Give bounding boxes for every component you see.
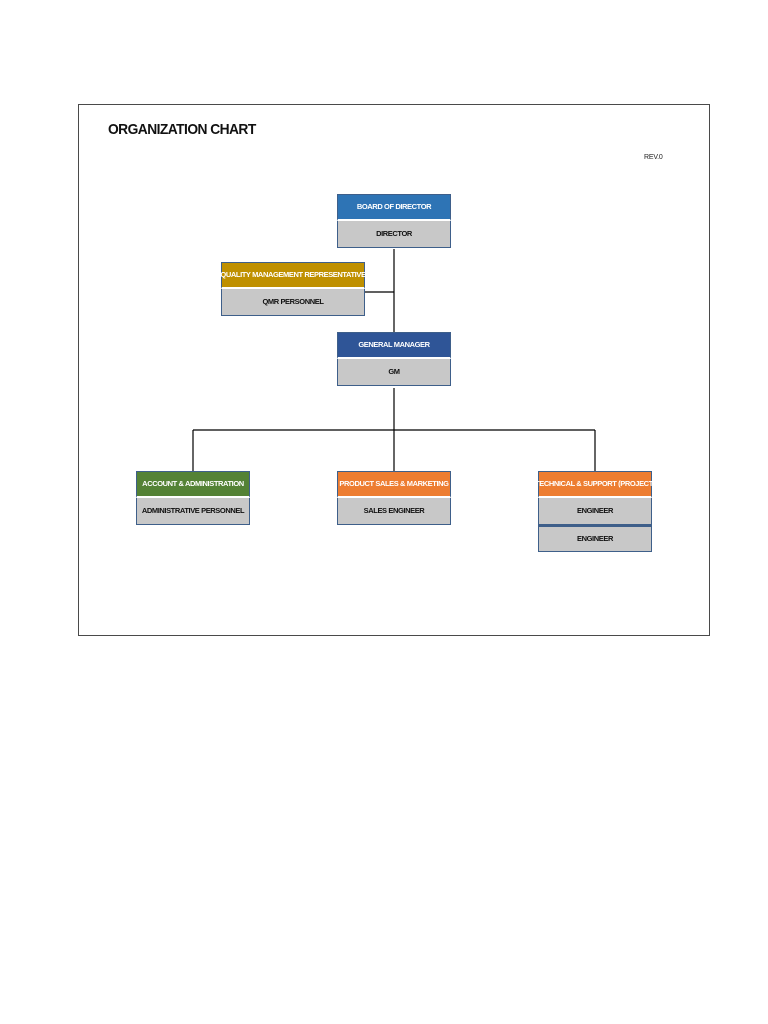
node-member: ENGINEER	[538, 498, 652, 525]
node-account-administration: ACCOUNT & ADMINISTRATION ADMINISTRATIVE …	[136, 471, 250, 525]
revision-label: REV.0	[644, 154, 663, 161]
node-member: ADMINISTRATIVE PERSONNEL	[136, 498, 250, 525]
node-header: BOARD OF DIRECTOR	[337, 194, 451, 221]
node-product-sales-marketing: PRODUCT SALES & MARKETING SALES ENGINEER	[337, 471, 451, 525]
node-header: GENERAL MANAGER	[337, 332, 451, 359]
node-member: GM	[337, 359, 451, 386]
node-member: ENGINEER	[538, 525, 652, 552]
node-header: ACCOUNT & ADMINISTRATION	[136, 471, 250, 498]
node-board-of-director: BOARD OF DIRECTOR DIRECTOR	[337, 194, 451, 248]
node-technical-support: TECHNICAL & SUPPORT (PROJECT) ENGINEER E…	[535, 471, 655, 552]
page-title: ORGANIZATION CHART	[108, 121, 256, 138]
node-quality-management: QUALITY MANAGEMENT REPRESENTATIVE QMR PE…	[220, 262, 366, 316]
node-general-manager: GENERAL MANAGER GM	[337, 332, 451, 386]
node-member: SALES ENGINEER	[337, 498, 451, 525]
node-member: QMR PERSONNEL	[221, 289, 365, 316]
node-member: DIRECTOR	[337, 221, 451, 248]
node-header: TECHNICAL & SUPPORT (PROJECT)	[535, 471, 655, 498]
node-header: QUALITY MANAGEMENT REPRESENTATIVE	[220, 262, 366, 289]
node-header: PRODUCT SALES & MARKETING	[337, 471, 451, 498]
